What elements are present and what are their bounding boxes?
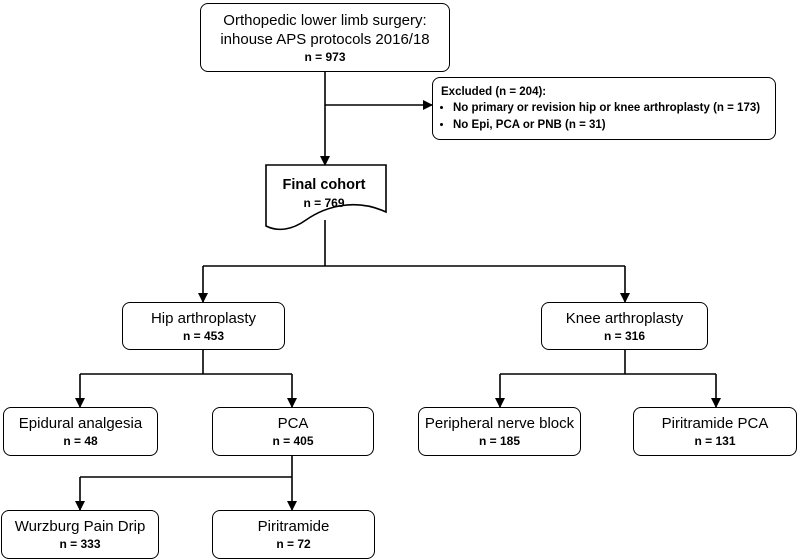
- knee-n: n = 316: [603, 328, 646, 343]
- final-cohort-shape: [265, 164, 387, 231]
- top-box: Orthopedic lower limb surgery: inhouse A…: [200, 3, 450, 72]
- final-cohort-title: Final cohort: [282, 177, 366, 193]
- piritramide-pca-title: Piritramide PCA: [661, 415, 769, 432]
- hip-n: n = 453: [182, 328, 225, 343]
- pnb-n: n = 185: [478, 434, 521, 448]
- epidural-box: Epidural analgesia n = 48: [3, 407, 158, 456]
- piritramide-n: n = 72: [276, 537, 311, 551]
- piritramide-pca-n: n = 131: [694, 434, 736, 448]
- top-box-line2: inhouse APS protocols 2016/18: [220, 30, 430, 48]
- pca-box: PCA n = 405: [212, 407, 374, 456]
- pca-title: PCA: [277, 415, 309, 432]
- final-cohort-label: Final cohort n = 769: [264, 176, 384, 211]
- hip-box: Hip arthroplasty n = 453: [122, 302, 285, 350]
- pca-n: n = 405: [272, 434, 314, 448]
- epidural-title: Epidural analgesia: [18, 415, 143, 432]
- top-box-n: n = 973: [304, 49, 346, 64]
- piritramide-box: Piritramide n = 72: [212, 510, 375, 559]
- excluded-box: Excluded (n = 204): No primary or revisi…: [432, 77, 776, 140]
- final-cohort-n: n = 769: [303, 196, 345, 210]
- excluded-item: No Epi, PCA or PNB (n = 31): [453, 117, 760, 134]
- wurzburg-n: n = 333: [59, 537, 101, 551]
- piritramide-pca-box: Piritramide PCA n = 131: [633, 407, 797, 456]
- knee-box: Knee arthroplasty n = 316: [541, 302, 708, 350]
- excluded-item: No primary or revision hip or knee arthr…: [453, 100, 760, 117]
- top-box-line1: Orthopedic lower limb surgery:: [223, 11, 427, 29]
- wurzburg-title: Wurzburg Pain Drip: [14, 518, 146, 535]
- piritramide-title: Piritramide: [257, 518, 330, 535]
- excluded-list: No primary or revision hip or knee arthr…: [441, 100, 760, 134]
- epidural-n: n = 48: [63, 434, 98, 448]
- wurzburg-box: Wurzburg Pain Drip n = 333: [1, 510, 159, 559]
- excluded-header: Excluded (n = 204):: [441, 86, 547, 98]
- pnb-title: Peripheral nerve block: [424, 415, 575, 432]
- hip-title: Hip arthroplasty: [150, 309, 257, 327]
- pnb-box: Peripheral nerve block n = 185: [418, 407, 581, 456]
- knee-title: Knee arthroplasty: [565, 309, 684, 327]
